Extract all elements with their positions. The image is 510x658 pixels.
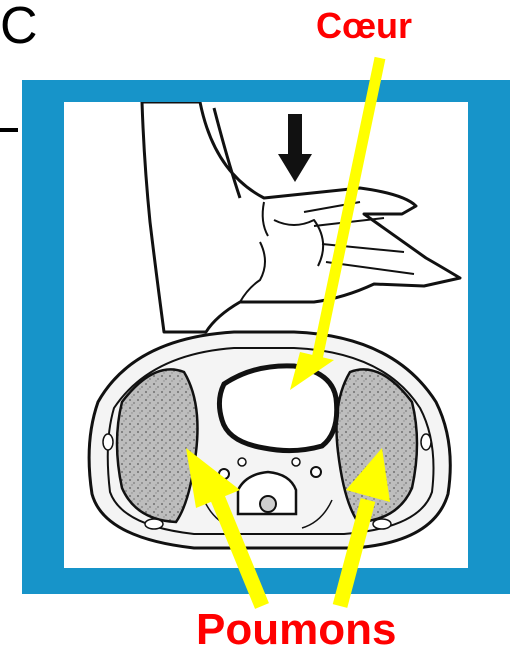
left-lung-pointer-arrow xyxy=(186,448,262,606)
right-lung-pointer-arrow xyxy=(340,448,390,606)
heart-label: Cœur xyxy=(316,4,412,48)
heart-pointer-arrow xyxy=(290,58,380,390)
lungs-label: Poumons xyxy=(196,604,396,656)
